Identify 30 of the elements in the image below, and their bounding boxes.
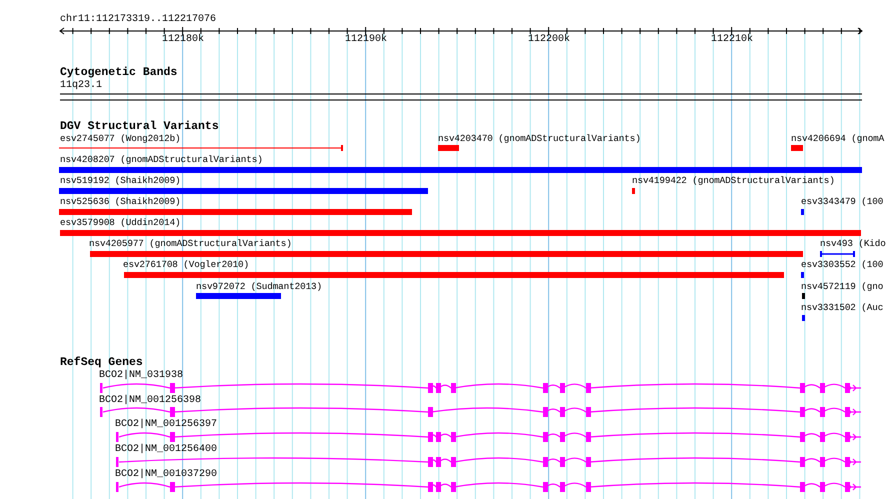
- variant-label: nsv4205977 (gnomADStructuralVariants): [89, 238, 292, 250]
- variant-label: nsv4572119 (gno: [801, 281, 884, 293]
- variant-label: esv3303552 (100: [801, 259, 884, 271]
- variant-label: nsv4203470 (gnomADStructuralVariants): [438, 133, 641, 145]
- variant-label: nsv4206694 (gnomA: [791, 133, 884, 145]
- gene-label: BCO2|NM_001256400: [115, 444, 218, 456]
- track-title: Cytogenetic Bands: [60, 67, 178, 79]
- gene-label: BCO2|NM_001256398: [99, 395, 202, 407]
- variant-label: nsv4199422 (gnomADStructuralVariants): [632, 175, 835, 187]
- tick-label: 112210k: [711, 34, 753, 46]
- gene-label: BCO2|NM_031938: [99, 370, 184, 382]
- tick-label: 112190k: [345, 34, 387, 46]
- variant-label: nsv4208207 (gnomADStructuralVariants): [60, 154, 263, 166]
- variant-label: nsv3331502 (Auc: [801, 302, 884, 314]
- tick-label: 112200k: [528, 34, 570, 46]
- gene-label: BCO2|NM_001256397: [115, 419, 218, 431]
- gene-label: BCO2|NM_001037290: [115, 469, 218, 481]
- variant-label: nsv493 (Kido: [820, 238, 886, 250]
- band-label: 11q23.1: [60, 80, 102, 92]
- variant-label: nsv525636 (Shaikh2009): [60, 196, 181, 208]
- variant-label: nsv972072 (Sudmant2013): [196, 281, 322, 293]
- variant-label: esv3343479 (100: [801, 196, 884, 208]
- track-title: RefSeq Genes: [60, 357, 143, 369]
- tick-label: 112180k: [162, 34, 204, 46]
- variant-label: nsv519192 (Shaikh2009): [60, 175, 181, 187]
- track-title: DGV Structural Variants: [60, 121, 219, 133]
- coordinate-label: chr11:112173319..112217076: [60, 14, 216, 26]
- variant-label: esv3579908 (Uddin2014): [60, 217, 181, 229]
- variant-label: esv2745077 (Wong2012b): [60, 133, 181, 145]
- variant-label: esv2761708 (Vogler2010): [123, 259, 250, 271]
